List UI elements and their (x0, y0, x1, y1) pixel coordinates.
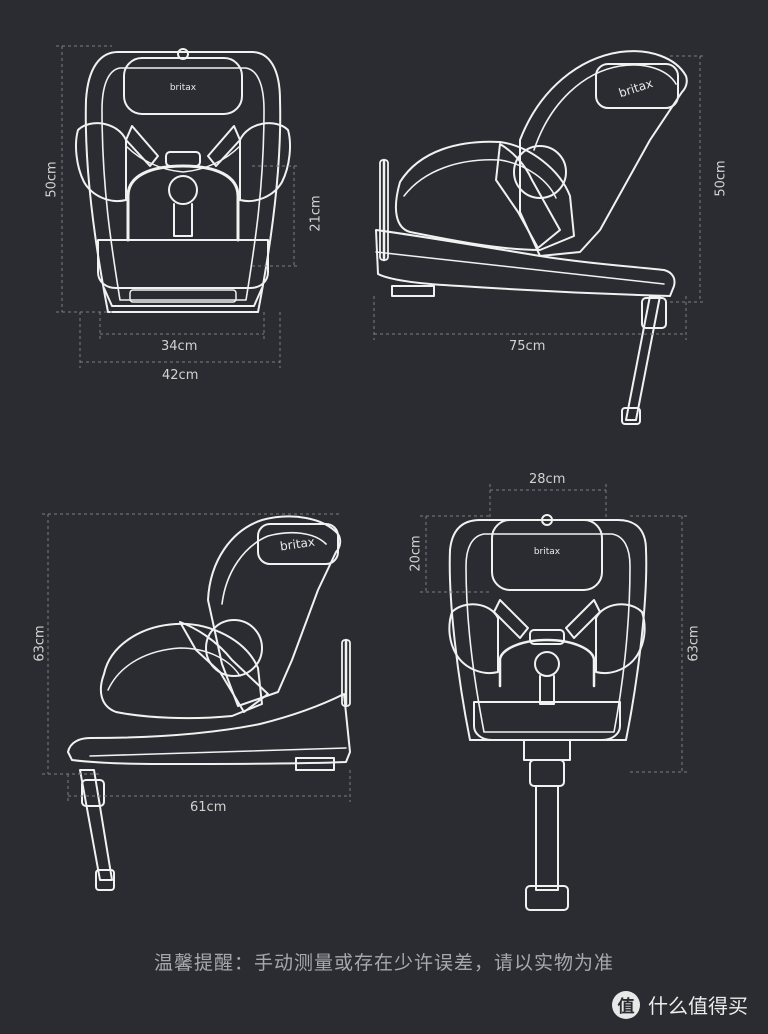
dimension-lines (42, 45, 706, 802)
side-view-extended (67, 515, 351, 891)
measurement-note: 温馨提醒：手动测量或存在少许误差，请以实物为准 (153, 952, 614, 974)
brand-logo: britax (534, 547, 561, 557)
front-default-inner-width-label: 34cm (161, 339, 198, 354)
side-default-height-label: 50cm (713, 160, 729, 197)
side-view-default (375, 50, 688, 425)
side-extended-height-label: 63cm (32, 625, 48, 662)
front-extended-headrest-height-label: 20cm (408, 535, 424, 572)
front-view-extended (448, 514, 648, 911)
front-default-inner-height-label: 21cm (308, 195, 324, 232)
front-default-height-label: 50cm (44, 161, 60, 198)
front-default-outer-width-label: 42cm (162, 368, 199, 383)
brand-logo: britax (279, 535, 316, 554)
front-extended-height-label: 63cm (686, 625, 702, 662)
brand-logo: britax (170, 83, 197, 93)
brand-logos: britax britax britax britax (170, 76, 655, 557)
watermark: 值 什么值得买 (612, 990, 748, 1019)
side-extended-length-label: 61cm (190, 800, 227, 815)
front-extended-headrest-width-label: 28cm (529, 472, 566, 487)
front-view-default (75, 48, 291, 313)
watermark-text: 什么值得买 (648, 994, 748, 1018)
watermark-logo-icon: 值 (612, 990, 640, 1019)
brand-logo: britax (617, 76, 655, 100)
side-default-length-label: 75cm (509, 339, 546, 354)
